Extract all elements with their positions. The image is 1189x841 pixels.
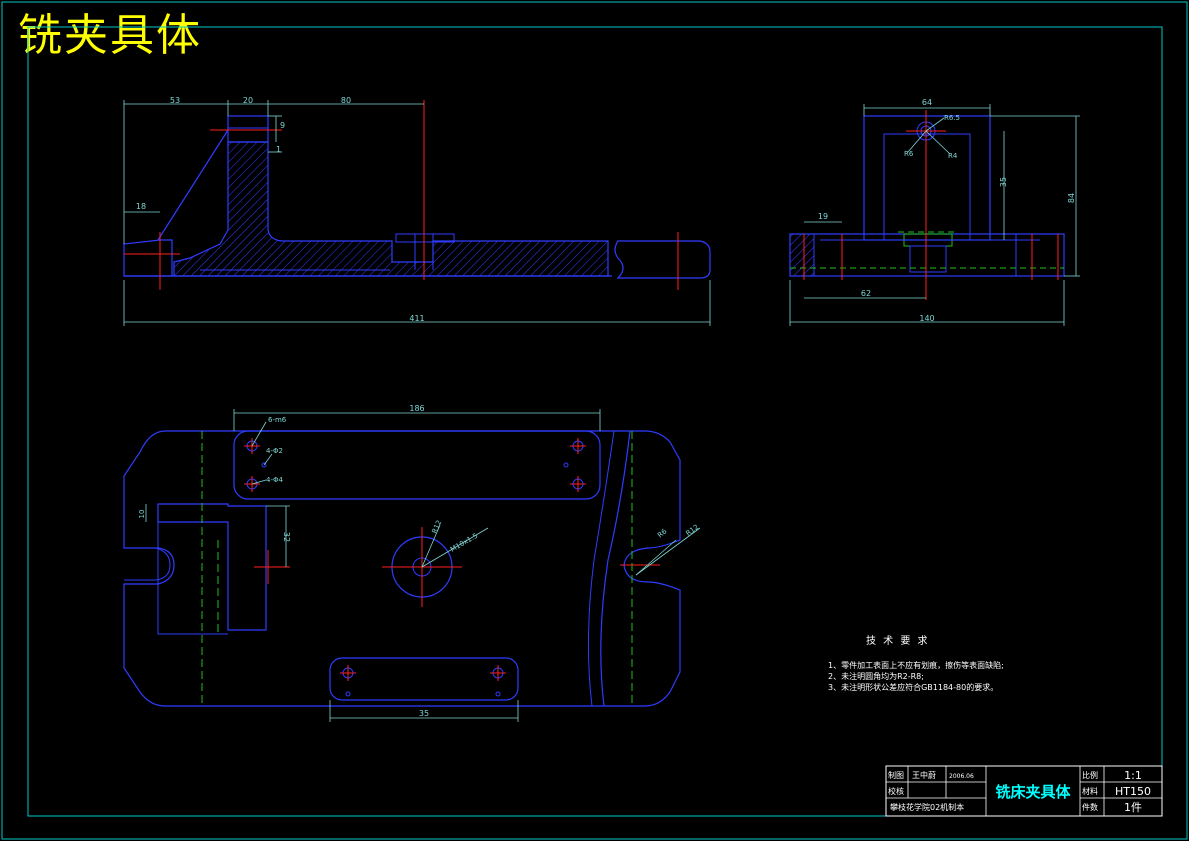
plan-bottom-plate (329, 657, 519, 701)
tech-item-2: 2、未注明圆角均为R2-R8; (828, 671, 924, 681)
side-view: 64 R6.5 R6 R4 35 84 19 62 140 (789, 98, 1080, 326)
dim-side-62: 62 (861, 289, 871, 298)
dim-side-64: 64 (922, 98, 932, 107)
dim-plan-6m6: 6-m6 (268, 416, 287, 424)
tech-requirements: 技 术 要 求 1、零件加工表面上不应有划痕，擦伤等表面缺陷; 2、未注明圆角均… (828, 634, 1004, 692)
tech-heading: 技 术 要 求 (866, 634, 930, 647)
label-check: 校核 (888, 786, 904, 796)
dim-front-20: 20 (243, 96, 253, 105)
dim-side-r65: R6.5 (944, 114, 960, 122)
front-rib-line (157, 129, 229, 241)
qty-value: 1件 (1124, 801, 1142, 814)
dim-side-84: 84 (1067, 193, 1076, 203)
dim-plan-right-r12: R12 (684, 523, 700, 538)
inner-frame (27, 26, 1163, 817)
dim-plan-m10: M10x1.5 (449, 532, 479, 554)
dim-plan-4phi4: 4-Φ4 (266, 476, 283, 484)
draw-date: 2006.06 (949, 773, 974, 780)
scale-value: 1:1 (1124, 769, 1142, 782)
dim-front-411: 411 (409, 314, 424, 323)
label-scale: 比例 (1082, 770, 1098, 780)
label-qty: 件数 (1082, 802, 1098, 812)
dim-plan-r12: R12 (431, 519, 444, 535)
front-section-hatch (173, 141, 609, 277)
material-value: HT150 (1115, 785, 1151, 798)
label-material: 材料 (1082, 786, 1098, 796)
front-view: 53 20 80 9 1 18 411 (123, 96, 711, 326)
dim-front-18: 18 (136, 202, 146, 211)
part-name: 铣床夹具体 (995, 783, 1071, 801)
dim-plan-4phi2: 4-Φ2 (266, 447, 283, 455)
plan-outline (123, 430, 681, 707)
dim-plan-35: 35 (419, 709, 429, 718)
dim-front-80: 80 (341, 96, 351, 105)
tech-item-3: 3、未注明形状公差应符合GB1184-80的要求。 (828, 682, 998, 692)
drawer-name: 王中蔚 (912, 770, 936, 780)
dim-front-9: 9 (280, 121, 285, 130)
label-draw: 制图 (888, 770, 904, 780)
plan-view: 186 6-m6 4-Φ2 4-Φ4 10 32 R12 M10x1.5 R6 … (123, 404, 700, 722)
title-block: 制图 王中蔚 2006.06 校核 攀枝花学院02机制本 铣床夹具体 比例 1:… (885, 765, 1163, 817)
school-name: 攀枝花学院02机制本 (890, 802, 964, 812)
dim-side-140: 140 (919, 314, 934, 323)
dim-plan-32: 32 (282, 532, 291, 542)
dim-plan-186: 186 (409, 404, 424, 413)
dim-front-1: 1 (276, 145, 281, 154)
front-top-block (227, 115, 269, 143)
dim-side-r6: R6 (904, 150, 914, 158)
dim-side-19: 19 (818, 212, 828, 221)
dim-side-35: 35 (999, 177, 1008, 187)
dim-plan-right-r6: R6 (656, 527, 669, 539)
tech-item-1: 1、零件加工表面上不应有划痕，擦伤等表面缺陷; (828, 660, 1004, 670)
dim-side-r4: R4 (948, 152, 958, 160)
dim-front-53: 53 (170, 96, 180, 105)
dim-plan-10: 10 (138, 510, 146, 519)
drawing-title: 铣夹具体 (18, 10, 202, 61)
side-upright (863, 115, 991, 241)
plan-top-plate (233, 430, 601, 500)
